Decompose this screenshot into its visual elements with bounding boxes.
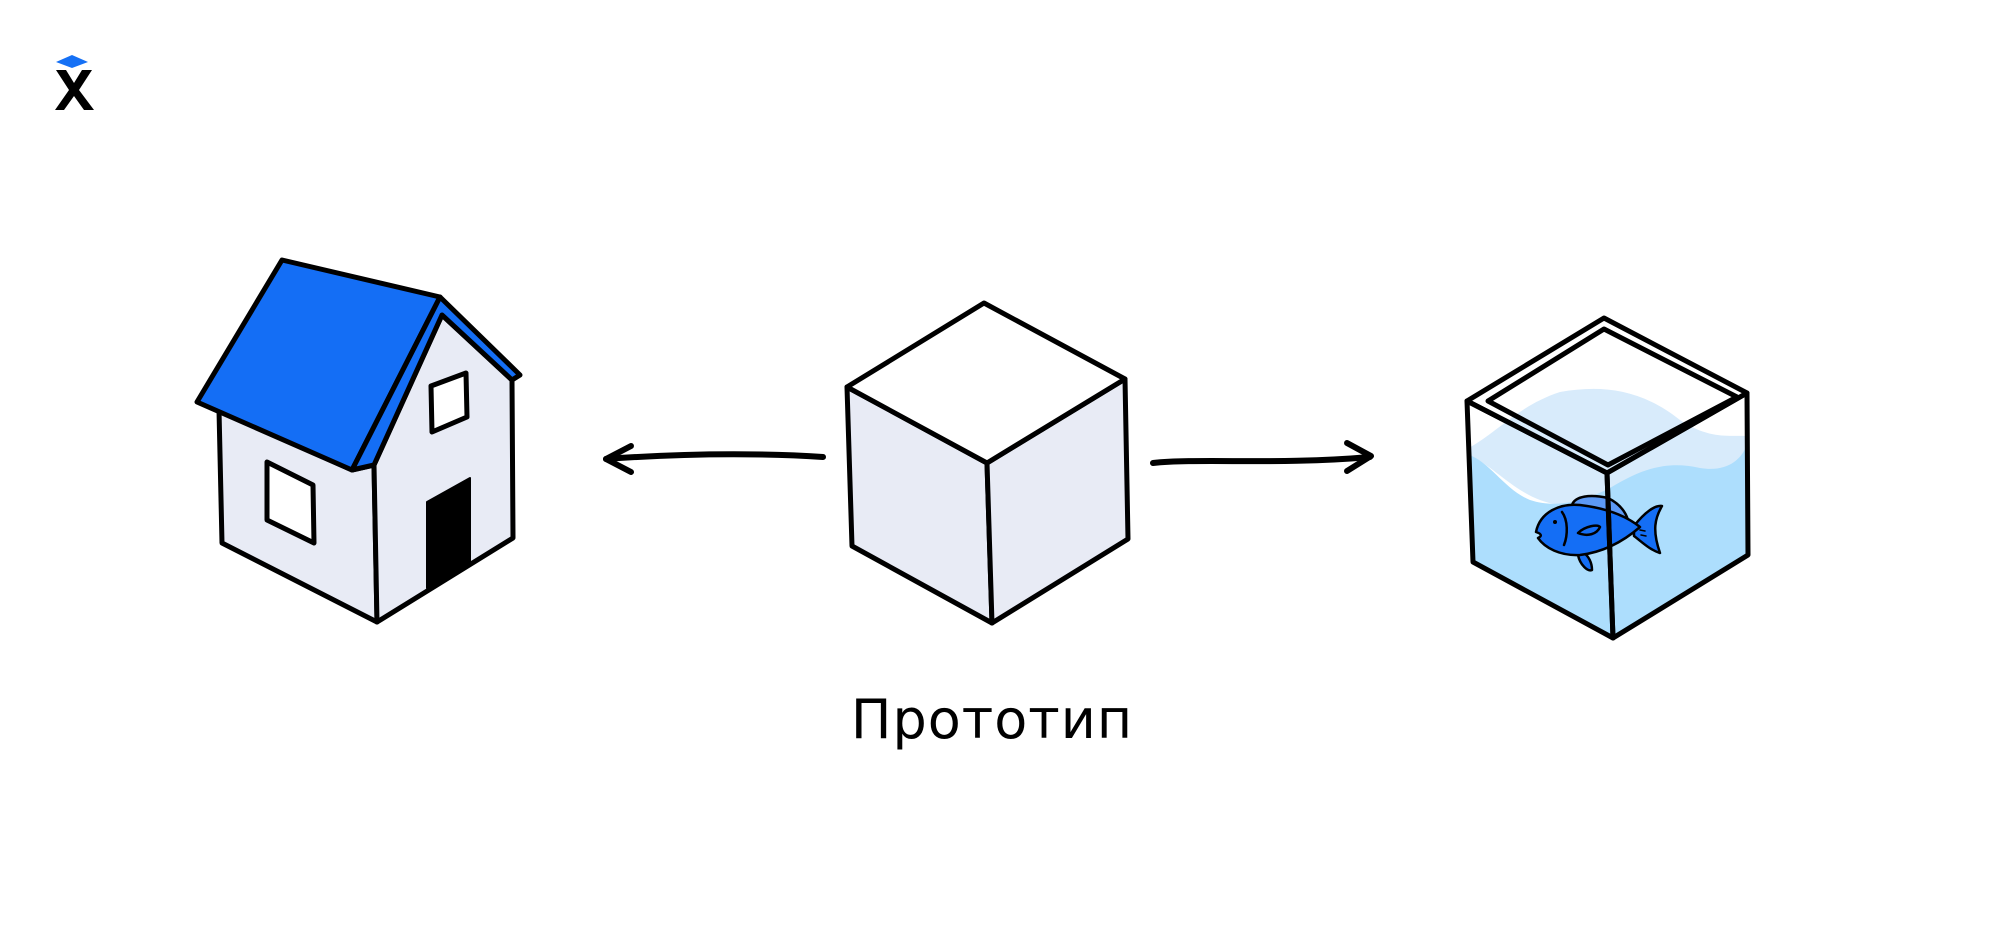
fish-side-fin bbox=[1576, 524, 1602, 536]
house-door bbox=[426, 477, 471, 589]
fish-icon bbox=[1534, 494, 1664, 572]
diagram-caption: Прототип bbox=[850, 688, 1134, 751]
fish-eye bbox=[1553, 520, 1557, 524]
house-icon bbox=[194, 257, 523, 625]
arrow-to-aquarium bbox=[1150, 440, 1374, 474]
house-window-upper bbox=[428, 370, 470, 435]
logo-x-icon bbox=[55, 70, 94, 110]
arrow-to-house bbox=[603, 443, 826, 475]
logo[interactable] bbox=[0, 0, 140, 140]
aquarium-icon bbox=[1464, 315, 1751, 641]
fish-tail bbox=[1632, 504, 1664, 555]
aquarium-top-rim bbox=[1464, 315, 1750, 476]
aquarium-inner-rim bbox=[1485, 326, 1740, 468]
water-surface bbox=[1469, 388, 1747, 520]
fish-gill bbox=[1560, 510, 1568, 547]
fish-bottom-fin bbox=[1576, 552, 1594, 572]
house-roof-edge bbox=[349, 294, 523, 473]
house-window-left bbox=[264, 459, 317, 546]
cube-icon bbox=[844, 300, 1131, 626]
logo-diamond-icon bbox=[56, 55, 88, 68]
cube-top-face bbox=[844, 300, 1128, 466]
